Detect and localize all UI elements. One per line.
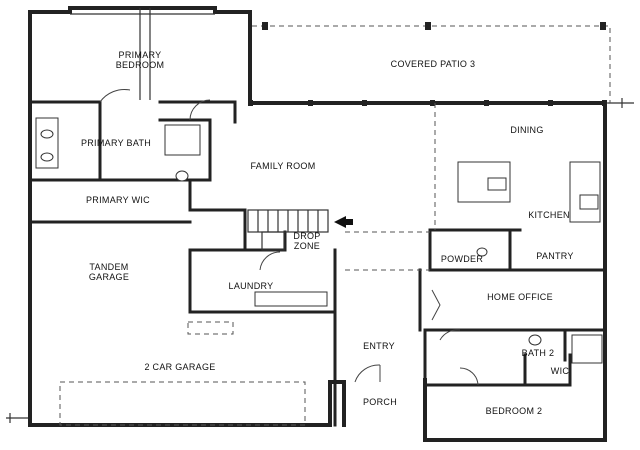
kitchen-fixtures — [457, 161, 601, 223]
staircase — [247, 209, 329, 251]
interior-walls — [28, 100, 607, 427]
room-2-car-garage: 2 CAR GARAGE — [144, 362, 216, 372]
room-family-room: FAMILY ROOM — [250, 161, 316, 171]
bath-fixtures — [35, 117, 603, 364]
dashed-references — [59, 103, 436, 426]
room-porch: PORCH — [362, 397, 398, 407]
room-dining: DINING — [510, 125, 544, 135]
room-kitchen: KITCHEN — [528, 210, 570, 220]
room-primary-bath: PRIMARY BATH — [80, 138, 152, 148]
primary-bedroom-windows — [70, 8, 215, 100]
room-laundry: LAUNDRY — [228, 281, 274, 291]
room-pantry: PANTRY — [536, 251, 574, 261]
room-powder: POWDER — [440, 254, 484, 264]
room-tandem-garage: TANDEM GARAGE — [88, 262, 130, 282]
exterior-walls — [28, 6, 607, 442]
room-wic: WIC — [550, 366, 570, 376]
room-primary-wic: PRIMARY WIC — [86, 195, 150, 205]
room-home-office: HOME OFFICE — [487, 292, 553, 302]
dimension-markers — [6, 98, 634, 423]
arrow-left-icon — [334, 216, 353, 228]
room-primary-bedroom: PRIMARY BEDROOM — [115, 50, 165, 70]
room-bedroom-2: BEDROOM 2 — [485, 406, 543, 416]
room-bath-2: BATH 2 — [521, 348, 555, 358]
room-drop-zone: DROP ZONE — [293, 231, 321, 251]
room-covered-patio: COVERED PATIO 3 — [390, 59, 476, 69]
room-entry: ENTRY — [363, 341, 395, 351]
door-swings — [99, 89, 479, 386]
